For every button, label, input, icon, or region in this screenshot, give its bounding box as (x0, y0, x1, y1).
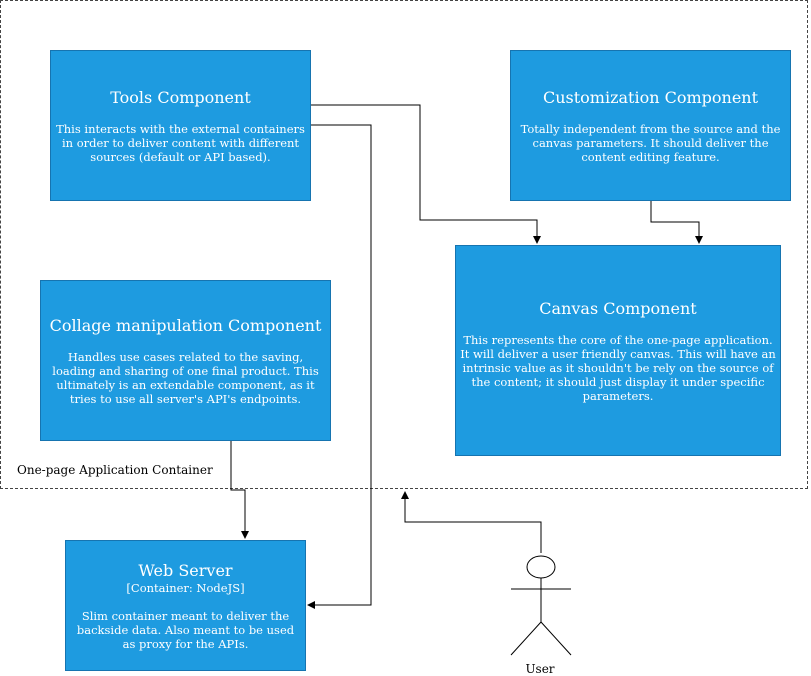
customization-title: Customization Component (542, 87, 759, 107)
customization-description: Totally independent from the source and … (520, 121, 781, 164)
webserver-description: Slim container meant to deliver the back… (76, 608, 295, 651)
canvas-description: This represents the core of the one-page… (460, 332, 776, 403)
tools-description: This interacts with the external contain… (56, 121, 305, 164)
user-actor-icon[interactable] (510, 555, 572, 656)
user-label: User (525, 662, 555, 676)
collage-component[interactable]: Collage manipulation Component Handles u… (40, 280, 331, 441)
canvas-component[interactable]: Canvas Component This represents the cor… (455, 245, 781, 456)
arrow-user-to-container (401, 491, 542, 553)
webserver-title: Web Server (138, 560, 233, 580)
collage-description: Handles use cases related to the saving,… (52, 349, 319, 406)
web-server-container[interactable]: Web Server [Container: NodeJS] Slim cont… (65, 540, 306, 671)
customization-component[interactable]: Customization Component Totally independ… (510, 50, 791, 201)
tools-component[interactable]: Tools Component This interacts with the … (50, 50, 311, 201)
app-container-boundary (0, 0, 808, 489)
collage-title: Collage manipulation Component (49, 315, 322, 335)
tools-title: Tools Component (110, 87, 251, 107)
webserver-subtitle: [Container: NodeJS] (126, 580, 245, 595)
container-label: One-page Application Container (17, 463, 213, 477)
canvas-title: Canvas Component (539, 298, 697, 318)
